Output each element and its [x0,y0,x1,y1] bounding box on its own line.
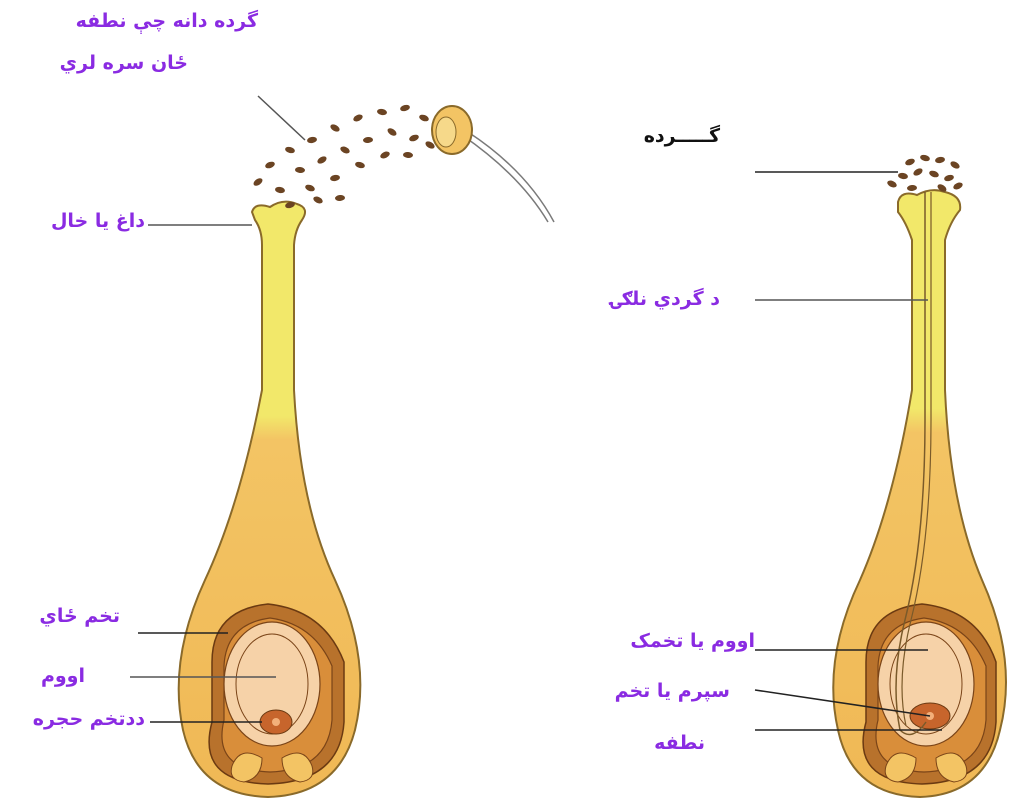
pollen-grain [275,186,286,194]
pollen-grain [949,160,961,170]
pollen-grain [399,104,410,112]
pollen-grain [379,150,391,160]
pollen-grain [316,155,328,165]
anther [432,106,554,222]
pollen-grain [264,160,275,169]
label-ovum-or-ovule: اووم يا تخمک [630,630,755,652]
pollen-grain [898,172,909,180]
label-ovum: اووم [41,665,85,687]
anther-sac-inner [436,117,456,147]
pollen-grain [928,169,939,178]
pollen-grain [363,137,373,144]
label-pollen-release-line1: گرده دانه چې نطفه [76,10,258,32]
label-embryo: نطفه [654,732,705,754]
right-pollen-cluster [886,154,964,194]
pollen-grain [339,145,351,155]
pollen-grain [943,174,954,182]
pollen-grain [386,127,398,138]
label-egg-cell: ددتخم حجره [33,708,145,730]
pollen-grain [329,123,341,133]
label-pollen-tube: د گردي نلګۍ [610,288,720,310]
leader-pollen-release [258,96,305,140]
pollen-grain [304,183,315,192]
pollen-grain [284,146,295,154]
filament [462,135,548,222]
pollen-grain [295,167,305,174]
pollen-grain [418,113,429,122]
pollen-grain [408,133,419,142]
pollen-grain [252,177,264,188]
pollen-grain [886,179,898,189]
left-pollen-cloud [252,104,436,209]
pollen-grain [935,156,946,164]
pollen-grain [904,157,915,166]
pollen-grain [377,108,388,116]
label-stigma: داغ يا خال [51,210,145,232]
pollen-grain [352,113,364,123]
filament-inner [468,132,554,222]
pollen-grain [307,136,318,144]
label-pollen-release-line2: ځان سره لري [60,52,188,74]
pollen-grain [912,167,924,177]
pollen-grain [330,174,341,182]
pollen-grain [919,154,930,162]
left-pistil [179,202,361,797]
pollen-grain [952,181,964,191]
pollen-grain [403,152,413,159]
left-egg-nucleus [272,718,280,726]
pollen-grain [907,185,917,192]
label-pollen: گـــــرده [644,125,720,147]
label-sperm-or-egg: سپرم يا تخم [615,680,730,702]
pollen-grain [335,195,345,202]
label-ovule-place: تخم ځاي [39,605,120,627]
pollen-grain [312,195,324,205]
pollen-grain [354,161,365,169]
